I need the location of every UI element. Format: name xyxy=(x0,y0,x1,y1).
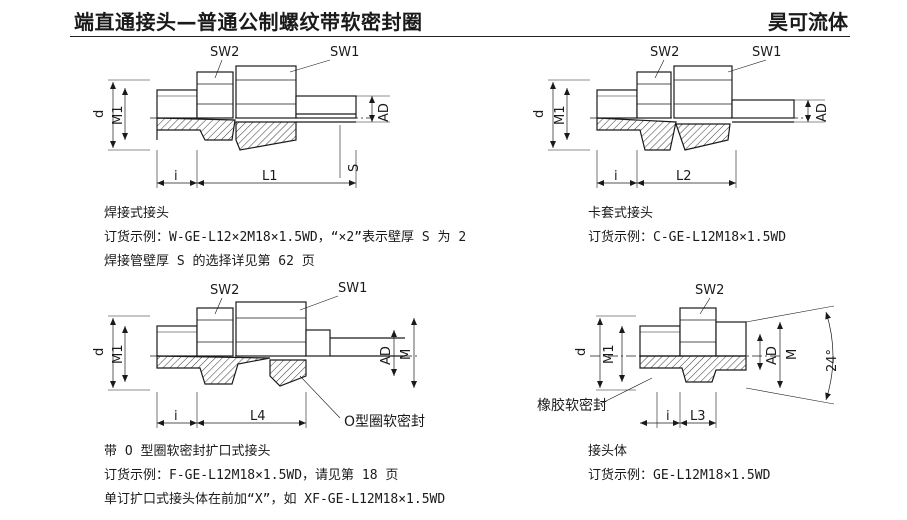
caption-order-example: 订货示例：F-GE-L12M18×1.5WD，请见第 18 页 xyxy=(104,468,399,483)
caption-body: 接头体 订货示例：GE-L12M18×1.5WD xyxy=(588,440,770,488)
label-s: S xyxy=(347,164,362,172)
caption-ferrule: 卡套式接头 订货示例：C-GE-L12M18×1.5WD xyxy=(588,202,786,250)
label-sw2: SW2 xyxy=(650,45,679,60)
page-header: 端直通接头—普通公制螺纹带软密封圈 昊可流体 xyxy=(70,4,850,37)
caption-note: 焊接管壁厚 S 的选择详见第 62 页 xyxy=(104,254,315,269)
caption-weld: 焊接式接头 订货示例：W-GE-L12×2M18×1.5WD，“×2”表示壁厚 … xyxy=(104,202,466,274)
label-sw1: SW1 xyxy=(338,281,367,296)
label-l2: L2 xyxy=(676,169,692,184)
label-m: M xyxy=(785,349,800,360)
label-sw1: SW1 xyxy=(330,45,359,60)
label-rubber-seal: 橡胶软密封 xyxy=(537,397,607,414)
label-i: i xyxy=(666,409,670,424)
label-sw1: SW1 xyxy=(752,45,781,60)
label-ad: AD xyxy=(765,346,780,365)
caption-order-example: 订货示例：W-GE-L12×2M18×1.5WD，“×2”表示壁厚 S 为 2 xyxy=(104,230,467,245)
label-m1: M1 xyxy=(111,106,126,126)
caption-title: 卡套式接头 xyxy=(588,206,654,221)
caption-title: 接头体 xyxy=(588,444,628,459)
drawing-ferrule-fitting xyxy=(548,59,825,188)
label-m1: M1 xyxy=(602,345,617,365)
caption-order-example: 订货示例：GE-L12M18×1.5WD xyxy=(588,468,771,483)
body-drawing-labels: SW2 d M1 AD M 24° i L3 橡胶软密封 xyxy=(537,283,840,424)
label-i: i xyxy=(614,169,618,184)
label-d: d xyxy=(574,348,589,356)
caption-title: 焊接式接头 xyxy=(104,206,170,221)
label-sw2: SW2 xyxy=(210,283,239,298)
label-i: i xyxy=(174,409,178,424)
label-sw2: SW2 xyxy=(695,283,724,298)
label-l1: L1 xyxy=(262,169,278,184)
label-d: d xyxy=(92,348,107,356)
weld-drawing-labels: SW2 SW1 d M1 AD S i L1 xyxy=(92,45,392,184)
label-l3: L3 xyxy=(690,409,706,424)
label-ad: AD xyxy=(815,103,830,122)
label-oring-seal: O型圈软密封 xyxy=(344,413,425,430)
label-m: M xyxy=(399,349,414,360)
drawing-fitting-body xyxy=(590,297,835,428)
label-i: i xyxy=(174,169,178,184)
brand-name: 昊可流体 xyxy=(768,10,848,34)
caption-note: 单订扩口式接头体在前加“X”，如 XF-GE-L12M18×1.5WD xyxy=(104,492,446,507)
label-m1: M1 xyxy=(553,106,568,126)
flare-drawing-labels: SW2 SW1 d M1 AD M i L4 O型圈软密封 xyxy=(92,281,425,430)
drawing-weld-fitting xyxy=(108,59,390,188)
label-ad: AD xyxy=(377,103,392,122)
label-d: d xyxy=(92,110,107,118)
label-d: d xyxy=(532,110,547,118)
label-l4: L4 xyxy=(250,409,266,424)
label-ad: AD xyxy=(379,346,394,365)
label-sw2: SW2 xyxy=(210,45,239,60)
caption-title: 带 O 型圈软密封扩口式接头 xyxy=(104,444,271,459)
label-angle: 24° xyxy=(825,349,840,372)
caption-flare: 带 O 型圈软密封扩口式接头 订货示例：F-GE-L12M18×1.5WD，请见… xyxy=(104,440,445,512)
caption-order-example: 订货示例：C-GE-L12M18×1.5WD xyxy=(588,230,787,245)
ferrule-drawing-labels: SW2 SW1 d M1 AD i L2 xyxy=(532,45,830,184)
drawing-flare-fitting xyxy=(108,295,420,428)
page-title: 端直通接头—普通公制螺纹带软密封圈 xyxy=(74,10,423,34)
label-m1: M1 xyxy=(111,345,126,365)
